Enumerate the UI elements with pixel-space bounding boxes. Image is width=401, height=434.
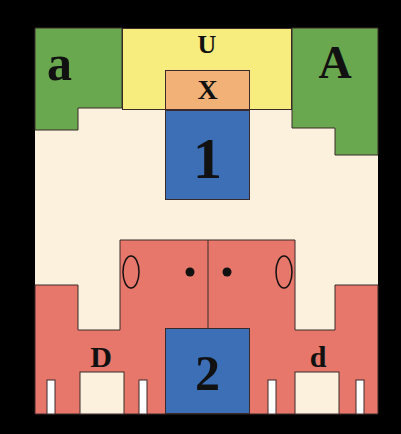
white-bar [139,380,147,414]
yellow-band: UX [122,28,292,110]
region-letter: a [47,38,72,88]
cream-cell [80,372,124,414]
red-region [35,240,378,414]
ellipse-mark [276,256,292,288]
region-letter: A [318,40,351,86]
blue-box: 1 [165,110,250,200]
cell-letter: D [90,342,112,372]
green-block: a [35,28,122,130]
region-letter: 2 [195,348,220,398]
white-bar [356,380,364,414]
green-block: A [292,28,378,155]
orange-box: X [165,70,250,110]
blue-box: 2 [165,328,250,414]
white-bar [268,380,276,414]
cream-cell [295,372,339,414]
cell-letter: d [310,342,327,372]
center-line [208,240,209,328]
dot-mark [186,268,195,277]
region-letter: X [197,76,217,104]
block-fill [35,28,122,130]
block-fill [292,28,378,155]
ellipse-mark [123,256,139,288]
region-letter: 1 [193,130,222,188]
white-bar [47,380,55,414]
dot-mark [223,268,232,277]
cream-ground [35,28,378,414]
region-letter: U [198,32,217,58]
